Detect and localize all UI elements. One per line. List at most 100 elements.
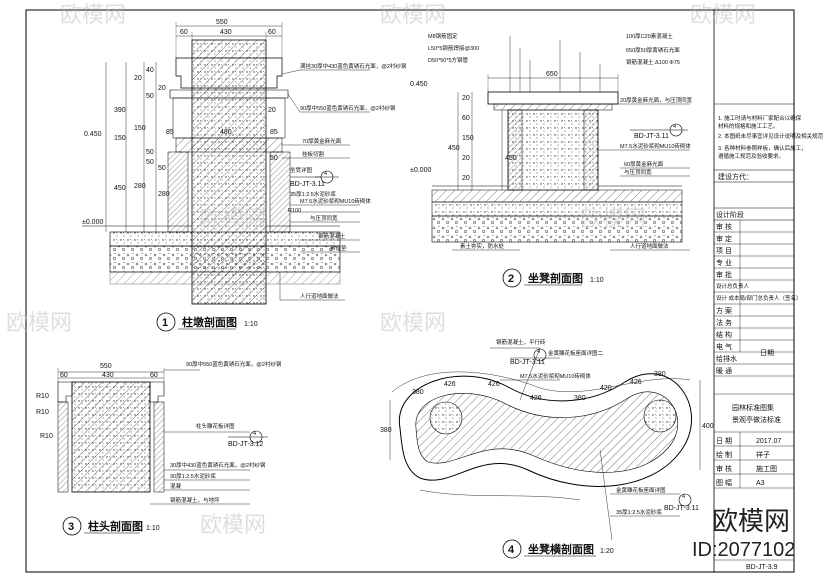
s2-note-top-3: 100厚C20素混凝土 (626, 32, 673, 40)
s3-note-5: 钢筋混凝土，与地坪 (170, 496, 220, 504)
s1-dim-50d: 50 (158, 165, 166, 172)
tb-note-2: 2. 本图纸未尽事宜详见设计说明及相关规范要求施工。 (718, 132, 823, 140)
s2-note-bot-4: 人行道地面做法 (630, 242, 669, 250)
tb-row-3: 项 目 (716, 247, 732, 255)
tb-drawn-value: 祥子 (756, 450, 770, 459)
s1-title: 柱墩剖面图 (182, 315, 237, 329)
s2-ref-num: 4 (673, 124, 676, 130)
s1-dim-50a: 50 (146, 93, 154, 100)
s3-ref-num: 4 (253, 431, 256, 437)
s4-dim-5: 420 (600, 385, 612, 392)
s1-dim-390: 390 (114, 107, 126, 114)
s2-note-top-6: 20厚黄金麻光面，与压顶同宽 (620, 96, 693, 104)
s1-dim-60a: 60 (180, 29, 188, 36)
s2-dim-150: 150 (462, 135, 474, 142)
s1-dim-150: 150 (114, 135, 126, 142)
s2-note-bot-0: M7.5水泥砂浆砌MU10砖砌体 (620, 142, 691, 150)
s4-note-3: 金黄雕花板座面详图 (616, 486, 666, 494)
wm-brand-5: 欧模网 (580, 206, 646, 231)
s4-scale: 1:20 (600, 548, 614, 555)
tb-drawn-label: 绘 制 (716, 450, 732, 459)
s3-dim-430: 430 (102, 372, 114, 379)
tb-note-1: 材料的规格和施工工艺。 (718, 122, 779, 130)
s3-note-4: 混凝 (170, 482, 182, 490)
s4-dim-1: 426 (444, 381, 456, 388)
s3-ref-code: BD-JT-3.12 (228, 441, 264, 448)
s1-ref-code: BD-JT-3.11 (290, 181, 325, 188)
s2-dim-20: 20 (462, 95, 470, 102)
wm-brand-2: 欧模网 (380, 2, 446, 27)
title-block: 1. 施工时请与材料厂家配合以确保 材料的规格和施工工艺。 2. 本图纸未尽事宜… (714, 103, 823, 571)
s1-dim-280b: 280 (158, 191, 170, 198)
section-1-column-pier (82, 22, 370, 305)
s4-dim-7: 380 (654, 371, 666, 378)
s4-ref2-code: BD-JT-3.11 (664, 505, 699, 512)
s1-dim-inner-85: 85 (270, 129, 278, 136)
tb-revision: 建设方代： (718, 172, 753, 181)
s2-note-top-2: D50*50*5方钢管 (428, 56, 469, 64)
section-4-curved-bench (389, 347, 701, 541)
s1-scale: 1:10 (244, 321, 258, 328)
s1-note-1: 90厚中550蓝色黄锈石光面，@2衬纱钢 (300, 104, 396, 112)
tb-note-0: 1. 施工时请与材料厂家配合以确保 (718, 114, 802, 122)
section-2-labels: 650 20 60 20 450 20 150 450 0.450 ±0.000… (410, 32, 693, 250)
s4-dim-4: 380 (574, 395, 586, 402)
s1-dim-inner-50: 50 (270, 155, 278, 162)
s1-r100: R100 (288, 208, 301, 214)
tb-size-value: A3 (756, 480, 765, 487)
s1-ratio: 35厚1:2.5水泥砂浆 (290, 190, 336, 198)
s2-scale: 1:10 (590, 277, 604, 284)
wm-brand-8: 欧模网 (200, 512, 266, 537)
s4-title: 坐凳横剖面图 (528, 542, 594, 556)
tb-note-3: 3. 各种材料参照样板，确认后施工， (718, 144, 807, 152)
s2-dim-20b: 20 (462, 155, 470, 162)
tb-row-10: 结 构 (716, 330, 732, 339)
s1-elev-000: ±0.000 (82, 219, 103, 226)
tb-row-8: 方 案 (716, 306, 732, 315)
tb-row-0: 设计阶段 (716, 210, 744, 219)
s4-note-4: 35厚1:2.5水泥砂浆 (616, 508, 662, 516)
s1-note-7: 素砼垫 (330, 244, 347, 252)
wm-brand-3: 欧模网 (690, 2, 756, 27)
s2-dim-650: 650 (546, 71, 558, 78)
section-4-labels: 380 426 426 426 380 420 426 380 380 400 … (380, 338, 714, 516)
tb-checked-value: 施工图 (756, 464, 777, 473)
s4-dim-6: 426 (630, 379, 642, 386)
s2-dim-450: 450 (448, 145, 460, 152)
tb-sheet-no: BD-JT-3.9 (746, 564, 778, 571)
tb-row-4: 专 业 (716, 258, 732, 267)
tb-project-1: 景观亭做法标准 (732, 415, 781, 424)
sheet-border (25, 9, 795, 573)
s4-number: 4 (508, 544, 515, 556)
s1-note-8: 人行道地面做法 (300, 292, 339, 300)
s1-note-2: 70厚黄金麻光面 (302, 137, 342, 145)
section-3-labels: 550 60 430 60 R10 R10 R10 90厚中550蓝色黄锈石光面… (36, 360, 282, 504)
watermarks: 欧模网 欧模网 欧模网 欧模网 欧模网 欧模网 欧模网 欧模网 欧模网 ID:2… (6, 2, 795, 561)
wm-id: ID:2077102 (692, 539, 795, 561)
tb-size-label: 图 幅 (716, 478, 732, 487)
s4-dim-2: 426 (488, 381, 500, 388)
s4-dim-3: 426 (530, 395, 542, 402)
section-3-column-head (57, 368, 268, 505)
s2-note-top-0: M8钢筋固定 (428, 32, 458, 40)
s1-dim-inner-20: 20 (268, 107, 276, 114)
wm-brand-7: 欧模网 (380, 310, 446, 335)
s1-ref-num: 4 (324, 171, 327, 177)
wm-brand-1: 欧模网 (60, 2, 126, 27)
tb-row-9: 法 务 (716, 318, 732, 327)
s2-number: 2 (508, 273, 514, 285)
s1-dim-20: 20 (134, 75, 142, 82)
wm-brand-big: 欧模网 (712, 506, 790, 536)
s3-dim-r10a: R10 (36, 393, 49, 400)
s3-scale: 1:10 (146, 525, 160, 532)
s2-title: 坐凳剖面图 (528, 271, 583, 285)
s3-note-3: 30厚1:2.5水泥砂浆 (170, 472, 216, 480)
s1-note-0: 满挂30厚中430蓝色黄锈石光面，@2衬纱钢 (300, 62, 407, 70)
s1-dim-40: 40 (146, 67, 154, 74)
s4-dim-side-1: 400 (702, 423, 714, 430)
tb-stage-value: 日期 (760, 349, 774, 357)
tb-row-12: 给排水 (716, 354, 737, 363)
s3-note-0: 90厚中550蓝色黄锈石光面，@2衬纱钢 (186, 360, 282, 368)
s1-note-6: 钢筋混凝土 (318, 232, 346, 240)
